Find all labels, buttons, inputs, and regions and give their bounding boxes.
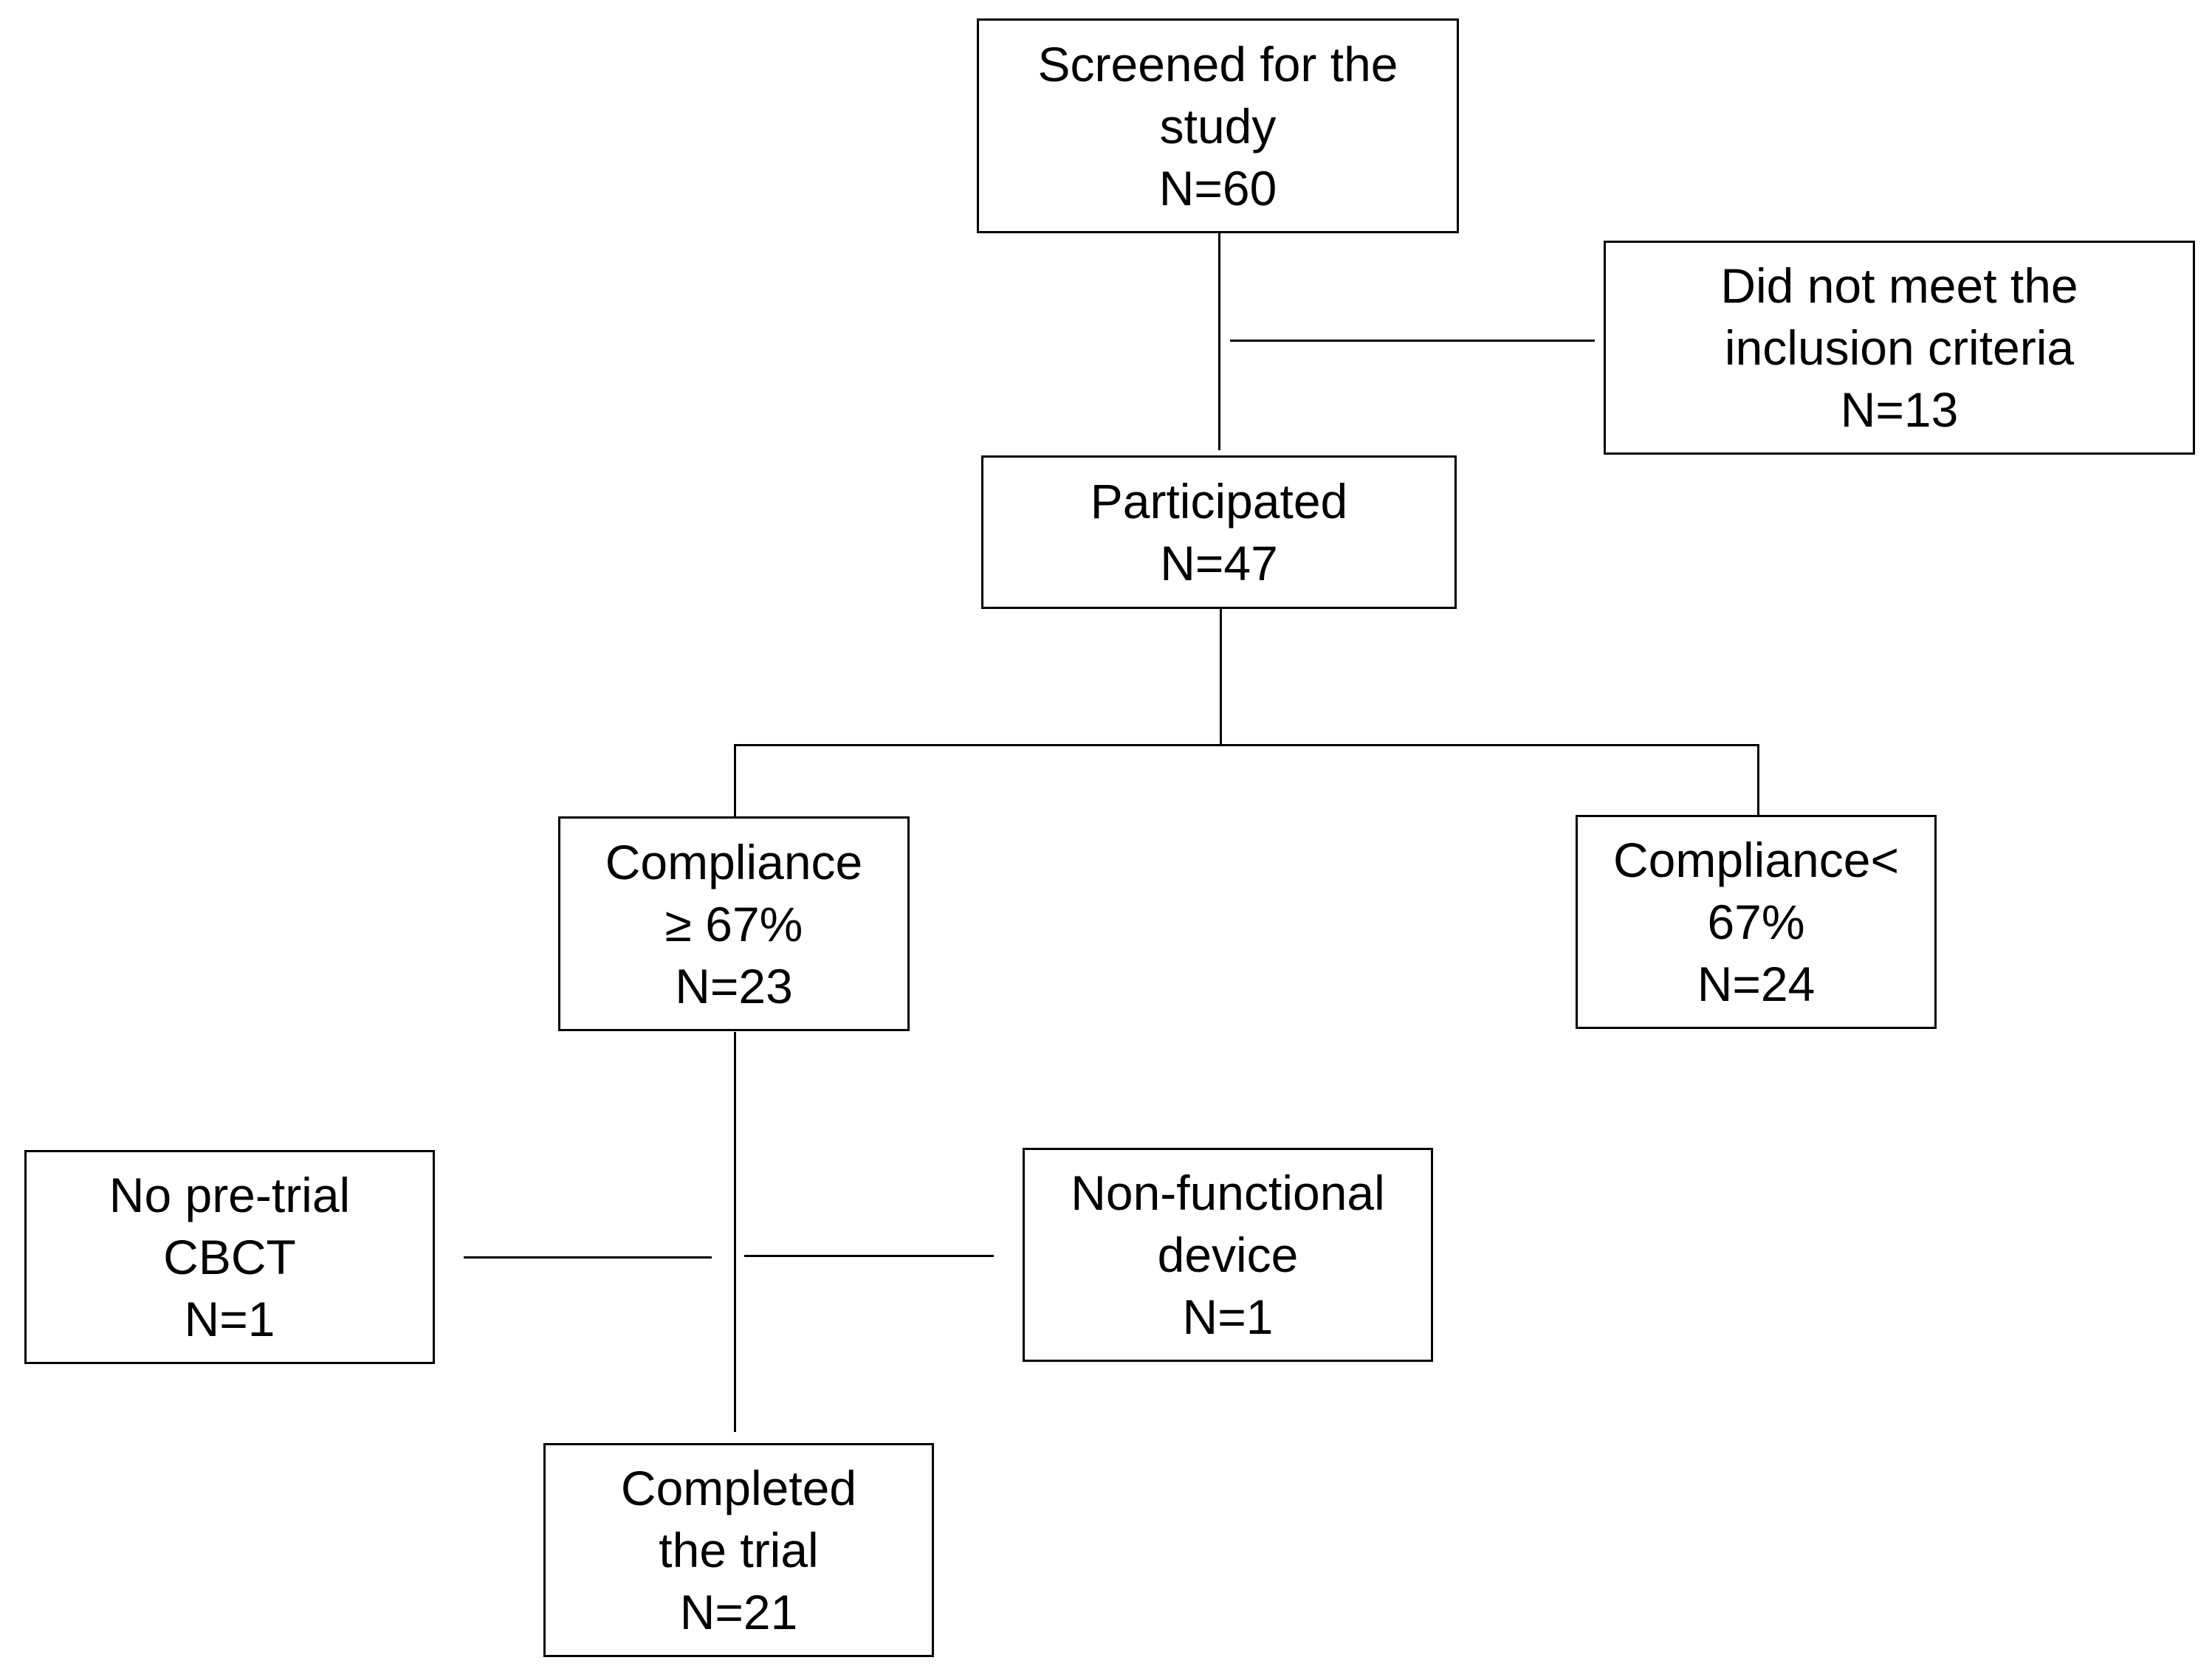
excluded-label-line1: Did not meet the	[1720, 258, 2078, 313]
excluded-count: N=13	[1840, 382, 1959, 437]
compliance-low-label-line1: Compliance<	[1612, 833, 1900, 887]
compliance-high-box: Compliance ≥ 67% N=23	[558, 816, 910, 1031]
connector-split-right-drop	[1757, 744, 1759, 816]
no-cbct-box: No pre-trial CBCT N=1	[24, 1150, 435, 1364]
connector-split-left-drop	[734, 744, 736, 818]
screened-count: N=60	[1158, 160, 1277, 216]
completed-label-line1: Completed	[620, 1461, 857, 1515]
nonfunctional-label-line2: device	[1157, 1228, 1299, 1282]
compliance-low-label-line2: 67%	[1707, 895, 1805, 949]
connector-nonfunctional-branch	[744, 1255, 994, 1257]
connector-screened-to-participated	[1218, 233, 1220, 450]
compliance-high-count: N=23	[675, 958, 793, 1013]
screened-box: Screened for the study N=60	[977, 18, 1459, 233]
compliance-low-count: N=24	[1697, 957, 1816, 1011]
completed-box: Completed the trial N=21	[543, 1443, 934, 1657]
compliance-high-label-line2: ≥ 67%	[664, 896, 803, 951]
no-cbct-label-line1: No pre-trial	[109, 1168, 351, 1222]
connector-compliance-to-completed	[734, 1032, 736, 1432]
excluded-label-line2: inclusion criteria	[1724, 320, 2075, 375]
screened-label-line2: study	[1159, 98, 1277, 154]
screened-label-line1: Screened for the	[1037, 36, 1398, 92]
no-cbct-label-line2: CBCT	[163, 1230, 296, 1284]
participated-label: Participated	[1090, 474, 1348, 529]
participated-count: N=47	[1160, 536, 1278, 591]
connector-excluded-branch	[1230, 340, 1595, 342]
no-cbct-count: N=1	[184, 1292, 275, 1346]
excluded-box: Did not meet the inclusion criteria N=13	[1604, 241, 2195, 455]
nonfunctional-box: Non-functional device N=1	[1023, 1148, 1433, 1362]
connector-no-cbct-branch	[464, 1256, 712, 1259]
completed-count: N=21	[679, 1585, 798, 1639]
nonfunctional-count: N=1	[1182, 1290, 1274, 1344]
completed-label-line2: the trial	[659, 1523, 819, 1577]
connector-participated-down	[1220, 609, 1222, 746]
nonfunctional-label-line1: Non-functional	[1071, 1166, 1385, 1220]
compliance-high-label-line1: Compliance	[605, 834, 863, 889]
participated-box: Participated N=47	[981, 455, 1457, 609]
compliance-low-box: Compliance< 67% N=24	[1576, 815, 1937, 1029]
connector-split-horizontal	[734, 744, 1759, 746]
